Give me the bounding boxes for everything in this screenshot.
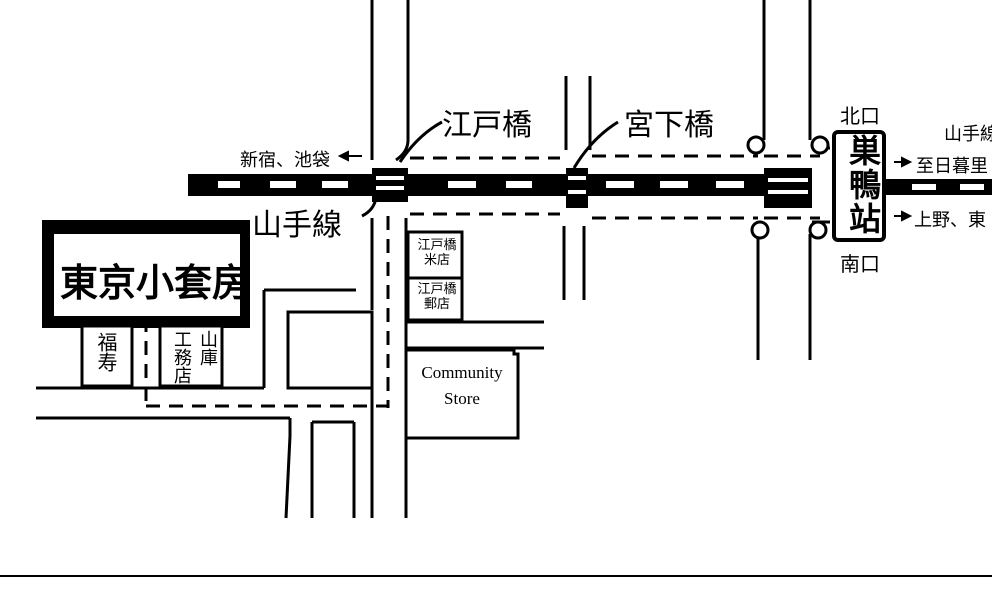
shop-fuku: 福寿 (94, 332, 118, 372)
south-exit-label: 南口 (840, 252, 880, 276)
shop-buildings (80, 230, 464, 388)
bridge-miya-label: 宮下橋 (624, 108, 714, 143)
to-ueno-label: 上野、東 (914, 210, 986, 231)
crossing-sugamo (764, 168, 812, 208)
station-name-label: 巣鴨站 (844, 134, 882, 236)
yamanote-right-label: 山手線 (944, 124, 992, 145)
shop-building-right: 山庫 (197, 330, 218, 366)
community-store-label: Community Store (421, 363, 503, 408)
railway-yamanote (188, 174, 992, 196)
shop-edo-post: 江戸橋郵店 (417, 282, 457, 312)
direction-arrows (337, 150, 913, 222)
crossing-miya (566, 168, 588, 208)
dashed-roads (144, 154, 820, 408)
shop-title: 東京小套房 (60, 260, 251, 305)
shop-building-left: 工務店 (171, 330, 192, 384)
station-sign-box (832, 130, 886, 242)
bridge-edo-label: 江戸橋 (442, 108, 532, 143)
crossing-edo (372, 168, 408, 202)
north-exit-label: 北口 (840, 104, 880, 128)
shop-edo-rice: 江戸橋米店 (417, 238, 457, 268)
station-markers (746, 135, 830, 240)
pointer-lines (361, 120, 619, 218)
roads (36, 0, 830, 519)
yamanote-line-label: 山手線 (252, 208, 342, 243)
shop-sign (42, 220, 250, 328)
to-nippori-label: 至日暮里 (916, 156, 988, 177)
to-shinjuku-label: 新宿、池袋 (240, 150, 330, 171)
